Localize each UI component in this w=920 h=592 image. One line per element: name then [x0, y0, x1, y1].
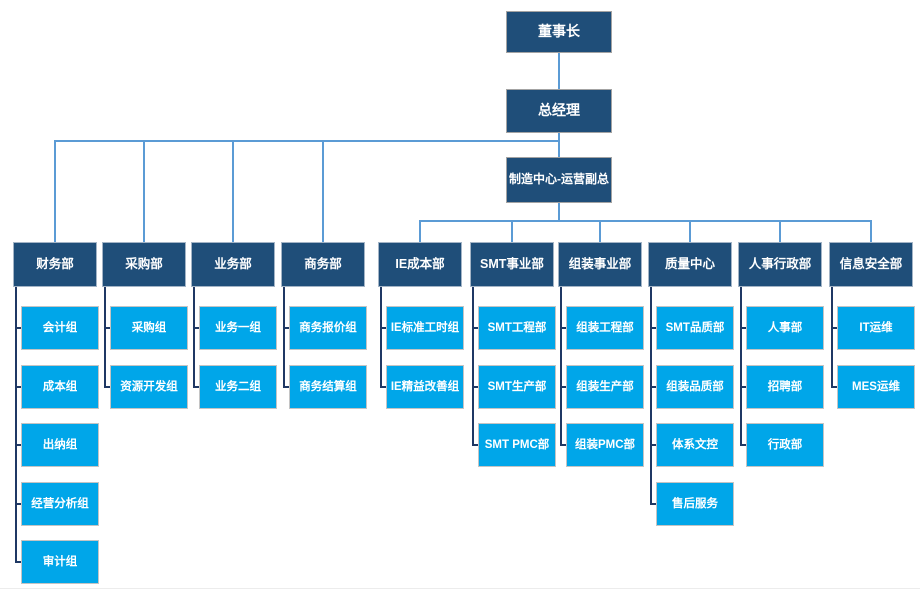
team-box: IT运维	[837, 306, 915, 350]
connector-team-elbow	[193, 386, 200, 388]
chairman-box: 董事长	[506, 11, 612, 53]
connector-dept-spine	[560, 287, 562, 446]
connector-team-elbow	[650, 444, 657, 446]
team-box: SMT PMC部	[478, 423, 556, 467]
connector-branch-drop	[143, 140, 145, 242]
team-box: IE标准工时组	[386, 306, 464, 350]
team-box: 业务二组	[199, 365, 277, 409]
team-box: 成本组	[21, 365, 99, 409]
dept-box: 财务部	[13, 242, 97, 287]
team-box: 业务一组	[199, 306, 277, 350]
connector-team-elbow	[650, 503, 657, 505]
connector-branch-drop	[779, 220, 781, 242]
connector-team-elbow	[283, 386, 290, 388]
team-box: 采购组	[110, 306, 188, 350]
team-box: 商务结算组	[289, 365, 367, 409]
connector-branch-drop	[419, 220, 421, 242]
connector-dept-spine	[283, 287, 285, 388]
team-box: 出纳组	[21, 423, 99, 467]
team-box: 资源开发组	[110, 365, 188, 409]
team-box: SMT生产部	[478, 365, 556, 409]
connector-branch-drop	[689, 220, 691, 242]
connector-team-elbow	[740, 444, 747, 446]
team-box: 经营分析组	[21, 482, 99, 526]
team-box: IE精益改善组	[386, 365, 464, 409]
connector-dept-spine	[104, 287, 106, 388]
team-box: 组装品质部	[656, 365, 734, 409]
connector-team-elbow	[740, 327, 747, 329]
dept-box: 信息安全部	[829, 242, 913, 287]
connector-team-elbow	[650, 386, 657, 388]
dept-box: 组装事业部	[558, 242, 642, 287]
connector-team-elbow	[15, 503, 22, 505]
connector-dept-spine	[650, 287, 652, 505]
connector-team-elbow	[831, 386, 838, 388]
dept-box: SMT事业部	[470, 242, 554, 287]
connector-branch-drop	[511, 220, 513, 242]
team-box: 行政部	[746, 423, 824, 467]
dept-box: 业务部	[191, 242, 275, 287]
connector-branch-drop	[599, 220, 601, 242]
dept-box: 商务部	[281, 242, 365, 287]
connector-team-elbow	[560, 444, 567, 446]
dept-box: 人事行政部	[738, 242, 822, 287]
connector-team-elbow	[104, 327, 111, 329]
connector-dept-spine	[380, 287, 382, 388]
connector-branch-drop	[870, 220, 872, 242]
connector-branch-drop	[54, 140, 56, 242]
team-box: 人事部	[746, 306, 824, 350]
team-box: 审计组	[21, 540, 99, 584]
connector-chairman-gm	[558, 53, 560, 89]
connector-team-elbow	[472, 386, 479, 388]
connector-team-elbow	[104, 386, 111, 388]
dept-box: 采购部	[102, 242, 186, 287]
connector-dept-spine	[740, 287, 742, 446]
connector-dept-spine	[472, 287, 474, 446]
general-manager-box: 总经理	[506, 89, 612, 133]
connector-team-elbow	[472, 444, 479, 446]
team-box: 售后服务	[656, 482, 734, 526]
connector-team-elbow	[193, 327, 200, 329]
team-box: 组装生产部	[566, 365, 644, 409]
team-box: 商务报价组	[289, 306, 367, 350]
connector-gm-branch-line	[54, 140, 560, 142]
connector-team-elbow	[380, 386, 387, 388]
connector-team-elbow	[15, 561, 22, 563]
connector-dept-spine	[15, 287, 17, 563]
connector-dept-spine	[193, 287, 195, 388]
connector-team-elbow	[380, 327, 387, 329]
operations-vp-box: 制造中心-运营副总	[506, 157, 612, 203]
connector-team-elbow	[472, 327, 479, 329]
connector-dept-spine	[831, 287, 833, 388]
connector-team-elbow	[283, 327, 290, 329]
connector-team-elbow	[740, 386, 747, 388]
team-box: 会计组	[21, 306, 99, 350]
team-box: 组装工程部	[566, 306, 644, 350]
connector-team-elbow	[831, 327, 838, 329]
connector-vp-branch-line	[419, 220, 872, 222]
team-box: 体系文控	[656, 423, 734, 467]
team-box: SMT品质部	[656, 306, 734, 350]
team-box: 组装PMC部	[566, 423, 644, 467]
slide-bottom-edge	[0, 588, 920, 589]
team-box: SMT工程部	[478, 306, 556, 350]
team-box: 招聘部	[746, 365, 824, 409]
connector-team-elbow	[650, 327, 657, 329]
connector-vp-drop	[558, 203, 560, 222]
connector-team-elbow	[560, 386, 567, 388]
connector-team-elbow	[15, 327, 22, 329]
connector-team-elbow	[15, 386, 22, 388]
dept-box: IE成本部	[378, 242, 462, 287]
dept-box: 质量中心	[648, 242, 732, 287]
team-box: MES运维	[837, 365, 915, 409]
connector-team-elbow	[560, 327, 567, 329]
connector-branch-drop	[322, 140, 324, 242]
connector-gm-vp	[558, 133, 560, 157]
connector-branch-drop	[232, 140, 234, 242]
connector-team-elbow	[15, 444, 22, 446]
